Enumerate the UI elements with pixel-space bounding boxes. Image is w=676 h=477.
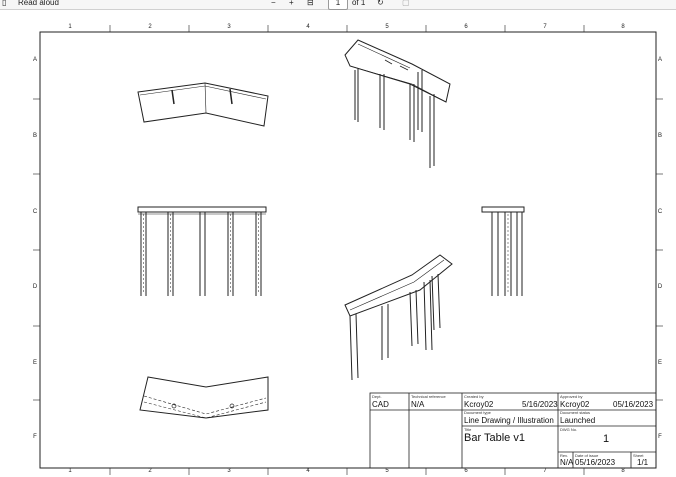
issue-date-value: 05/16/2023 xyxy=(575,458,616,467)
column-label: 2 xyxy=(148,24,152,30)
column-label: 7 xyxy=(543,24,547,30)
row-label: F xyxy=(658,434,662,440)
column-label: 2 xyxy=(148,468,152,474)
tech-ref-label: Technical reference xyxy=(411,394,446,399)
created-by-label: Created by xyxy=(464,394,484,399)
fit-page-icon[interactable]: ⊟ xyxy=(307,0,314,7)
pdf-toolbar: ▯ Read aloud − + ⊟ 1 of 1 ↻ ▢ xyxy=(0,0,676,10)
front-view xyxy=(137,206,267,296)
column-label: 6 xyxy=(464,24,468,30)
dwg-no-value: 1 xyxy=(603,433,610,445)
column-label: 7 xyxy=(543,468,547,474)
row-label: E xyxy=(32,360,37,366)
row-label: A xyxy=(657,57,662,63)
column-label: 5 xyxy=(385,468,389,474)
row-label: A xyxy=(32,57,37,63)
frame-ticks xyxy=(33,25,663,475)
drawing-sheet: 1 2 3 4 5 6 7 8 1 2 3 4 5 6 7 8 A B C D … xyxy=(0,10,676,477)
title-label: Title xyxy=(464,427,472,432)
dept-label: Dept. xyxy=(372,394,382,399)
isometric-view-2 xyxy=(344,254,453,381)
row-label: D xyxy=(32,284,38,290)
created-date: 5/16/2023 xyxy=(522,400,558,409)
zoom-in-button[interactable]: + xyxy=(289,0,294,7)
doc-status-label: Document status xyxy=(560,410,591,415)
created-by-value: Kcroy02 xyxy=(464,400,494,409)
rotate-icon[interactable]: ↻ xyxy=(377,0,384,7)
row-label: D xyxy=(657,284,663,290)
approved-by-value: Kcroy02 xyxy=(560,400,590,409)
doc-type-value: Line Drawing / Illustration xyxy=(464,416,554,425)
isometric-view-1 xyxy=(344,39,451,168)
row-label: B xyxy=(657,133,662,139)
dept-value: CAD xyxy=(372,400,389,409)
doc-status-value: Launched xyxy=(560,416,596,425)
approved-by-label: Approved by xyxy=(560,394,583,399)
column-label: 3 xyxy=(227,24,231,30)
tech-ref-value: N/A xyxy=(411,400,425,409)
row-label: C xyxy=(32,209,38,215)
doc-type-label: Document type xyxy=(464,410,491,415)
fit-width-icon[interactable]: ▢ xyxy=(402,0,410,7)
row-label: E xyxy=(657,360,662,366)
approved-date: 05/16/2023 xyxy=(613,400,654,409)
column-label: 8 xyxy=(621,468,625,474)
column-label: 4 xyxy=(306,468,310,474)
read-aloud-button[interactable]: Read aloud xyxy=(18,0,59,7)
sheet-value: 1/1 xyxy=(637,458,649,467)
sheet-label: Sheet xyxy=(633,453,644,458)
page-total: of 1 xyxy=(352,0,366,7)
column-label: 4 xyxy=(306,24,310,30)
read-aloud-icon[interactable]: ▯ xyxy=(2,0,7,7)
column-label: 3 xyxy=(227,468,231,474)
bottom-view xyxy=(139,376,269,419)
row-label: C xyxy=(657,209,663,215)
rev-label: Rev. xyxy=(560,453,568,458)
column-label: 8 xyxy=(621,24,625,30)
column-label: 1 xyxy=(68,24,72,30)
title-block xyxy=(369,392,657,469)
top-view xyxy=(137,82,269,127)
dwg-no-label: DWG No. xyxy=(560,427,578,432)
column-label: 5 xyxy=(385,24,389,30)
side-view xyxy=(481,206,525,296)
drawing-canvas xyxy=(33,25,663,475)
issue-date-label: Date of issue xyxy=(575,453,599,458)
drawing-title: Bar Table v1 xyxy=(464,432,525,444)
column-label: 6 xyxy=(464,468,468,474)
zoom-out-button[interactable]: − xyxy=(271,0,276,7)
row-label: F xyxy=(33,434,37,440)
column-label: 1 xyxy=(68,468,72,474)
rev-value: N/A xyxy=(560,458,574,467)
row-label: B xyxy=(32,133,37,139)
page-number-input[interactable]: 1 xyxy=(328,0,348,10)
